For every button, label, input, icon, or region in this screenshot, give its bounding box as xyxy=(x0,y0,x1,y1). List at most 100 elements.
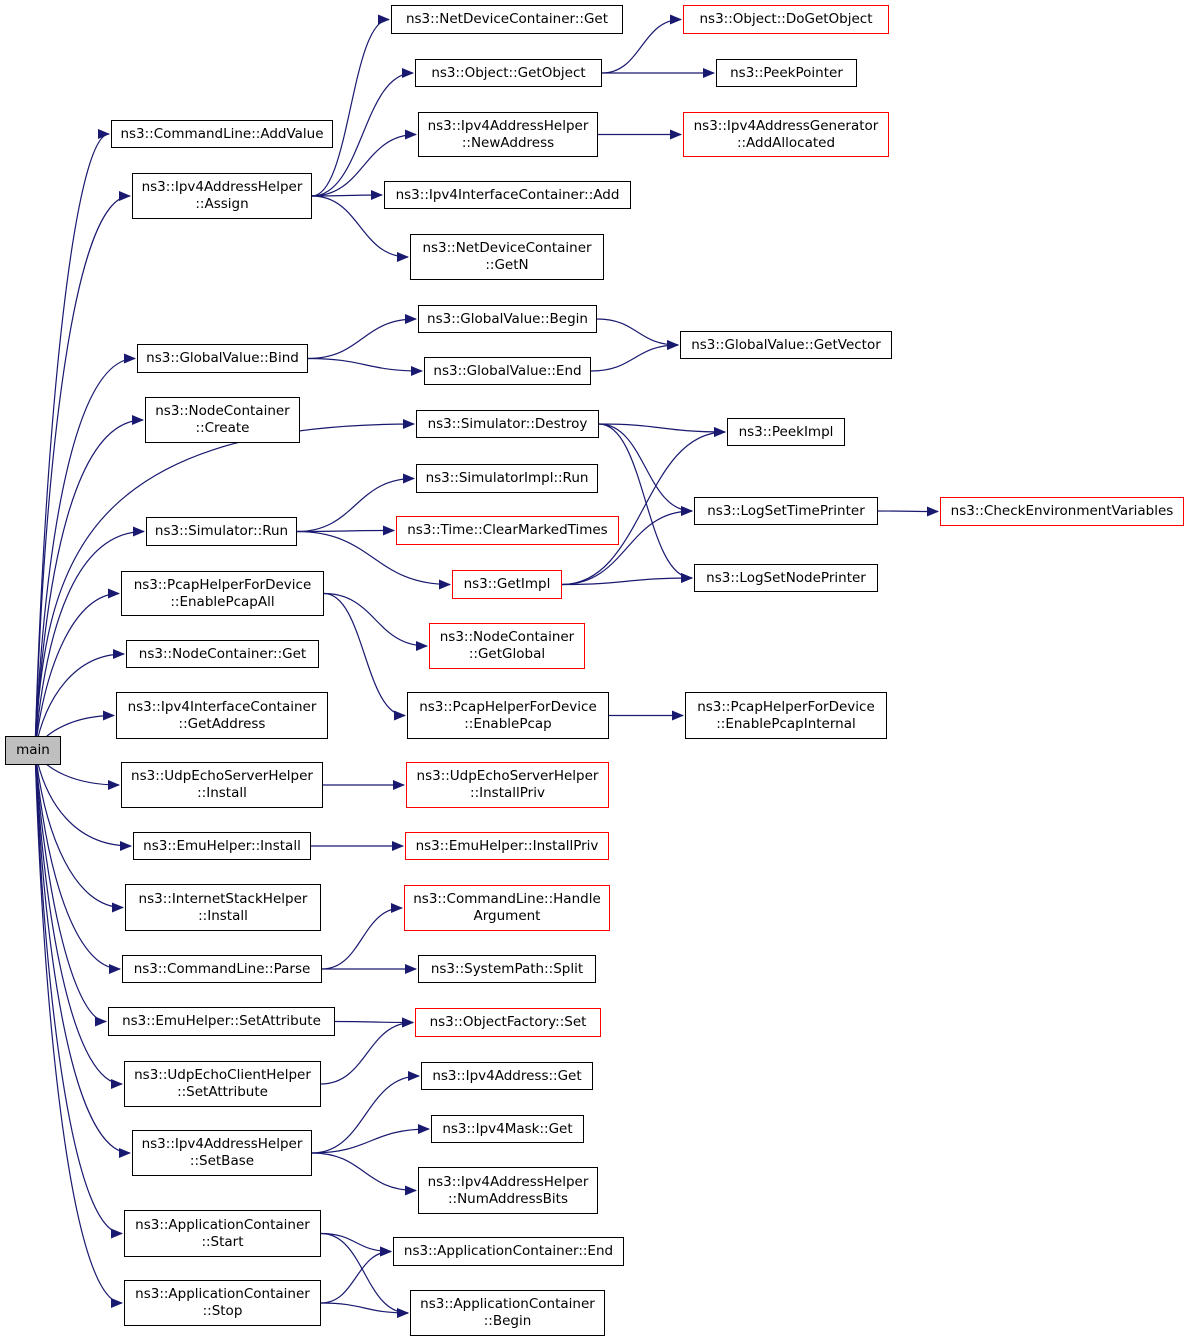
node-ac-end[interactable]: ns3::ApplicationContainer::End xyxy=(393,1237,624,1266)
node-label-line: ns3::Ipv4InterfaceContainer xyxy=(127,698,317,715)
node-label-line: ::Install xyxy=(198,907,248,924)
node-iic-add[interactable]: ns3::Ipv4InterfaceContainer::Add xyxy=(384,181,631,209)
node-label-line: ::SetAttribute xyxy=(177,1084,268,1100)
node-ac-begin[interactable]: ns3::ApplicationContainer::Begin xyxy=(410,1290,605,1336)
node-label-line: ns3::CommandLine::AddValue xyxy=(120,125,324,142)
node-label-line: ::Stop xyxy=(202,1303,243,1319)
node-iic-getaddress[interactable]: ns3::Ipv4InterfaceContainer::GetAddress xyxy=(116,692,328,739)
node-cl-parse[interactable]: ns3::CommandLine::Parse xyxy=(122,955,322,983)
node-label-line: ns3::ApplicationContainer xyxy=(135,1286,310,1302)
node-ipv4mask-get[interactable]: ns3::Ipv4Mask::Get xyxy=(431,1115,584,1143)
edge-obj_getobject-to-obj_dogetobject xyxy=(601,14,682,74)
node-nc-getglobal[interactable]: ns3::NodeContainer::GetGlobal xyxy=(429,623,585,669)
node-label-line: ns3::SimulatorImpl::Run xyxy=(425,470,589,486)
node-nc-create[interactable]: ns3::NodeContainer::Create xyxy=(145,397,300,443)
node-label-line: ns3::UdpEchoServerHelper xyxy=(131,768,313,784)
node-ndc-get[interactable]: ns3::NetDeviceContainer::Get xyxy=(391,5,623,34)
node-label-line: ::NewAddress xyxy=(461,134,555,151)
node-phfd-enable[interactable]: ns3::PcapHelperForDevice::EnablePcap xyxy=(407,692,609,739)
node-ipv4ah-numbits[interactable]: ns3::Ipv4AddressHelper::NumAddressBits xyxy=(418,1167,598,1214)
node-ac-stop[interactable]: ns3::ApplicationContainer::Stop xyxy=(124,1280,321,1326)
node-sp-split[interactable]: ns3::SystemPath::Split xyxy=(418,955,596,983)
node-obj-dogetobject[interactable]: ns3::Object::DoGetObject xyxy=(683,5,889,34)
node-emu-installpriv[interactable]: ns3::EmuHelper::InstallPriv xyxy=(405,832,609,860)
node-gv-getvector[interactable]: ns3::GlobalValue::GetVector xyxy=(680,331,892,359)
node-label-line: ns3::PcapHelperForDevice xyxy=(133,576,312,593)
node-label-line: ns3::InternetStackHelper xyxy=(138,890,308,907)
node-ndc-getn[interactable]: ns3::NetDeviceContainer::GetN xyxy=(410,234,604,280)
node-ac-start[interactable]: ns3::ApplicationContainer::Start xyxy=(124,1210,321,1257)
node-label-line: ::Assign xyxy=(195,196,249,212)
edge-getimpl-to-peekimpl xyxy=(561,427,726,586)
node-label-line: ns3::LogSetTimePrinter xyxy=(707,502,865,519)
node-sim-destroy[interactable]: ns3::Simulator::Destroy xyxy=(416,410,599,438)
edge-ipv4ah_assign-to-ndc_get xyxy=(311,14,390,197)
node-sim-run[interactable]: ns3::Simulator::Run xyxy=(146,517,297,546)
node-logsettimeprinter[interactable]: ns3::LogSetTimePrinter xyxy=(694,497,878,525)
edge-main-to-ish_install xyxy=(34,750,124,913)
node-peekpointer[interactable]: ns3::PeekPointer xyxy=(716,59,857,87)
node-label-line: Argument xyxy=(473,908,541,924)
node-ipv4ag-addalloc[interactable]: ns3::Ipv4AddressGenerator::AddAllocated xyxy=(683,112,889,157)
node-gv-bind[interactable]: ns3::GlobalValue::Bind xyxy=(137,344,308,373)
node-phfd-enableall[interactable]: ns3::PcapHelperForDevice::EnablePcapAll xyxy=(121,571,324,616)
node-logsetnodeprinter[interactable]: ns3::LogSetNodePrinter xyxy=(694,564,878,592)
node-label-line: ns3::NetDeviceContainer::Get xyxy=(405,11,609,27)
node-label-line: ns3::Simulator::Run xyxy=(154,523,289,539)
node-time-clear[interactable]: ns3::Time::ClearMarkedTimes xyxy=(396,516,619,545)
node-label-line: ns3::Ipv4InterfaceContainer::Add xyxy=(395,186,620,203)
node-label-line: ns3::GlobalValue::Begin xyxy=(427,310,588,327)
node-label-line: ns3::GlobalValue::Bind xyxy=(146,350,299,366)
edge-main-to-cl_parse xyxy=(34,750,121,974)
node-ipv4ah-assign[interactable]: ns3::Ipv4AddressHelper::Assign xyxy=(132,173,312,219)
edge-main-to-ac_start xyxy=(34,750,123,1239)
node-label-line: ns3::Object::GetObject xyxy=(431,64,586,81)
node-main: main xyxy=(5,736,61,765)
edge-sim_destroy-to-logsettimeprinter xyxy=(598,423,693,516)
node-label-line: ns3::CommandLine::Parse xyxy=(133,960,311,977)
node-checkenv[interactable]: ns3::CheckEnvironmentVariables xyxy=(940,497,1184,526)
edge-logsettimeprinter-to-checkenv xyxy=(877,506,939,517)
edge-sim_run-to-time_clear xyxy=(296,525,395,536)
node-label-line: ::EnablePcapInternal xyxy=(716,715,856,732)
node-emu-setattr[interactable]: ns3::EmuHelper::SetAttribute xyxy=(108,1007,335,1036)
edge-phfd_enableall-to-phfd_enable xyxy=(323,592,406,721)
edge-main-to-ipv4ah_assign xyxy=(34,191,131,751)
node-uesh-install[interactable]: ns3::UdpEchoServerHelper::Install xyxy=(121,762,323,808)
node-label-line: ns3::PcapHelperForDevice xyxy=(419,698,597,715)
node-label-line: ns3::EmuHelper::Install xyxy=(143,837,301,854)
node-peekimpl[interactable]: ns3::PeekImpl xyxy=(727,418,845,446)
node-label-line: ns3::Ipv4AddressHelper xyxy=(141,1136,303,1152)
node-label-line: ::SetBase xyxy=(189,1153,255,1169)
node-of-set[interactable]: ns3::ObjectFactory::Set xyxy=(415,1008,601,1037)
node-label-line: ns3::PcapHelperForDevice xyxy=(697,698,875,715)
node-uesh-installpriv[interactable]: ns3::UdpEchoServerHelper::InstallPriv xyxy=(406,762,609,808)
node-uech-setattr[interactable]: ns3::UdpEchoClientHelper::SetAttribute xyxy=(124,1061,321,1107)
edge-phfd_enableall-to-nc_getglobal xyxy=(323,592,428,651)
edge-sim_run-to-simimpl_run xyxy=(296,473,415,533)
node-obj-getobject[interactable]: ns3::Object::GetObject xyxy=(415,59,602,87)
node-ipv4ah-newaddr[interactable]: ns3::Ipv4AddressHelper::NewAddress xyxy=(418,112,598,157)
node-gv-end[interactable]: ns3::GlobalValue::End xyxy=(424,357,591,385)
edge-main-to-sim_run xyxy=(34,526,145,751)
edge-ipv4ah_assign-to-ipv4ah_newaddr xyxy=(311,129,417,197)
node-simimpl-run[interactable]: ns3::SimulatorImpl::Run xyxy=(416,464,598,493)
node-label-line: ::Start xyxy=(201,1233,244,1250)
node-emu-install[interactable]: ns3::EmuHelper::Install xyxy=(133,832,311,860)
node-getimpl[interactable]: ns3::GetImpl xyxy=(452,570,562,599)
node-gv-begin[interactable]: ns3::GlobalValue::Begin xyxy=(418,305,597,333)
node-ipv4ah-setbase[interactable]: ns3::Ipv4AddressHelper::SetBase xyxy=(132,1130,312,1176)
edge-gv_bind-to-gv_end xyxy=(307,357,423,376)
node-ipv4addr-get[interactable]: ns3::Ipv4Address::Get xyxy=(421,1062,593,1090)
node-label-line: ns3::EmuHelper::InstallPriv xyxy=(415,837,599,854)
node-ish-install[interactable]: ns3::InternetStackHelper::Install xyxy=(125,884,321,931)
node-label-line: ::NumAddressBits xyxy=(447,1190,568,1207)
node-phfd-enableinternal[interactable]: ns3::PcapHelperForDevice::EnablePcapInte… xyxy=(685,692,887,739)
node-label-line: ns3::PeekImpl xyxy=(738,423,834,440)
node-label-line: ::Create xyxy=(195,420,250,436)
node-nc-get[interactable]: ns3::NodeContainer::Get xyxy=(126,640,319,668)
node-cl-addvalue[interactable]: ns3::CommandLine::AddValue xyxy=(111,120,333,148)
edge-sim_destroy-to-logsetnodeprinter xyxy=(598,423,693,583)
